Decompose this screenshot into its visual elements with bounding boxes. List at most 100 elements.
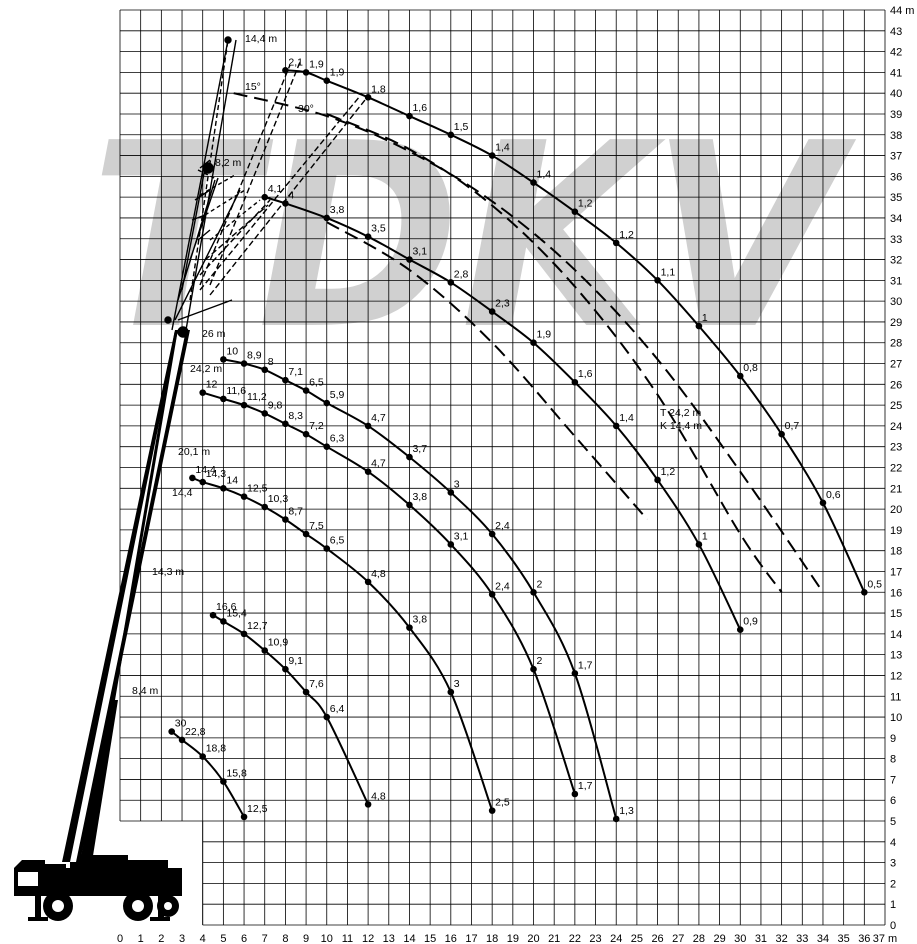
load-point-label: 1,8 xyxy=(371,83,386,95)
main-boom xyxy=(62,330,190,863)
load-point-label: 1,3 xyxy=(619,805,634,817)
y-tick-label: 28 xyxy=(890,338,902,350)
load-point xyxy=(323,443,331,451)
x-tick-label: 33 xyxy=(796,933,808,944)
load-point xyxy=(654,277,661,284)
load-point xyxy=(861,588,868,596)
y-tick-label: 42 xyxy=(890,47,902,59)
load-point-label: 12,5 xyxy=(247,803,268,815)
load-point-label: 7,6 xyxy=(309,678,324,690)
x-tick-label: 3 xyxy=(179,933,185,944)
load-point-label: 15,8 xyxy=(226,768,247,780)
load-point xyxy=(695,541,703,548)
y-tick-label: 41 xyxy=(890,67,902,79)
load-point-label: 3,7 xyxy=(412,443,427,455)
y-tick-label: 33 xyxy=(890,234,902,246)
load-point-label: 3,8 xyxy=(330,204,345,216)
x-tick-label: 11 xyxy=(342,933,353,944)
y-tick-label: 17 xyxy=(890,566,902,578)
y-tick-label: 10 xyxy=(890,712,902,724)
y-tick-label: 27 xyxy=(890,359,902,371)
load-point-label: 8,9 xyxy=(247,350,262,362)
load-point-label: 2,5 xyxy=(495,797,510,809)
y-tick-label: 15 xyxy=(890,608,902,620)
y-tick-label: 14 xyxy=(890,629,902,641)
load-point-label: 4,7 xyxy=(371,458,386,470)
load-point xyxy=(302,688,310,696)
load-point-label: 0,5 xyxy=(867,578,882,590)
y-tick-label: 38 xyxy=(890,130,902,142)
y-tick-label: 12 xyxy=(890,670,902,682)
load-point xyxy=(530,179,537,186)
load-point xyxy=(612,239,620,247)
boom-length-label: 8,4 m xyxy=(132,685,159,697)
load-point-label: 12,7 xyxy=(247,620,268,632)
x-tick-label: 35 xyxy=(838,933,850,944)
load-point-label: 3,1 xyxy=(454,530,469,542)
y-tick-label: 8 xyxy=(890,754,896,766)
load-point xyxy=(220,778,227,785)
load-point xyxy=(447,489,455,496)
load-point xyxy=(199,478,207,486)
load-point-label: 3 xyxy=(454,478,460,490)
load-point xyxy=(323,545,331,552)
load-curve xyxy=(285,69,866,593)
load-point xyxy=(488,152,496,159)
load-point-label: 22,8 xyxy=(185,726,206,738)
load-curve xyxy=(233,92,824,593)
load-point xyxy=(530,588,537,596)
x-tick-label: 14 xyxy=(403,933,415,944)
y-tick-label: 30 xyxy=(890,296,902,308)
load-point xyxy=(240,493,248,500)
y-tick-label: 24 xyxy=(890,421,902,433)
load-point xyxy=(282,200,289,207)
load-point-label: 3,8 xyxy=(412,491,427,503)
load-point xyxy=(178,736,186,744)
load-point-label: 10,9 xyxy=(268,637,289,649)
load-point-label: 4,8 xyxy=(371,568,386,580)
load-point xyxy=(323,713,331,721)
load-point-label: 11,2 xyxy=(247,391,267,403)
y-tick-label: 9 xyxy=(890,733,896,745)
x-tick-label: 29 xyxy=(713,933,725,944)
load-point-label: 14 xyxy=(226,474,238,486)
x-tick-label: 12 xyxy=(362,933,374,944)
y-tick-label: 44 m xyxy=(890,5,914,17)
load-point-label: 0,9 xyxy=(743,616,758,628)
y-tick-label: 37 xyxy=(890,151,902,163)
load-point-label: 0,8 xyxy=(743,362,758,374)
x-tick-label: 19 xyxy=(507,933,519,944)
x-tick-label: 32 xyxy=(775,933,787,944)
load-point xyxy=(323,214,331,222)
load-point-label: 5,9 xyxy=(330,389,345,401)
load-point xyxy=(240,630,248,638)
crane-drawing xyxy=(14,36,366,921)
load-point xyxy=(447,688,455,696)
load-point-label: 18,8 xyxy=(206,743,227,755)
load-point-label: 1,2 xyxy=(661,466,676,478)
load-point xyxy=(530,665,537,673)
load-point xyxy=(447,279,455,286)
load-point-label: 1,9 xyxy=(537,329,552,341)
load-point-label: 2,4 xyxy=(495,520,510,532)
load-point-label: 4,1 xyxy=(268,183,283,195)
load-point-label: 2,4 xyxy=(495,580,510,592)
load-curve xyxy=(326,113,783,593)
x-tick-label: 17 xyxy=(465,933,477,944)
y-tick-label: 26 xyxy=(890,379,902,391)
watermark-text: TDKV xyxy=(90,89,857,386)
load-point xyxy=(695,322,703,330)
load-point-label: 8,3 xyxy=(288,410,303,422)
load-point-label: 4 xyxy=(288,189,294,201)
x-tick-label: 0 xyxy=(117,933,123,944)
load-point xyxy=(240,813,248,821)
load-point-label: 11,6 xyxy=(226,385,246,397)
y-tick-label: 4 xyxy=(890,837,896,849)
truck-chassis xyxy=(14,855,182,921)
boom-length-label: 26 m xyxy=(202,328,226,340)
y-tick-label: 13 xyxy=(890,650,902,662)
load-point xyxy=(240,360,248,367)
side-note-label: 14,4 xyxy=(172,487,193,499)
y-tick-label: 0 xyxy=(890,920,896,932)
load-point-label: 6,4 xyxy=(330,703,345,715)
